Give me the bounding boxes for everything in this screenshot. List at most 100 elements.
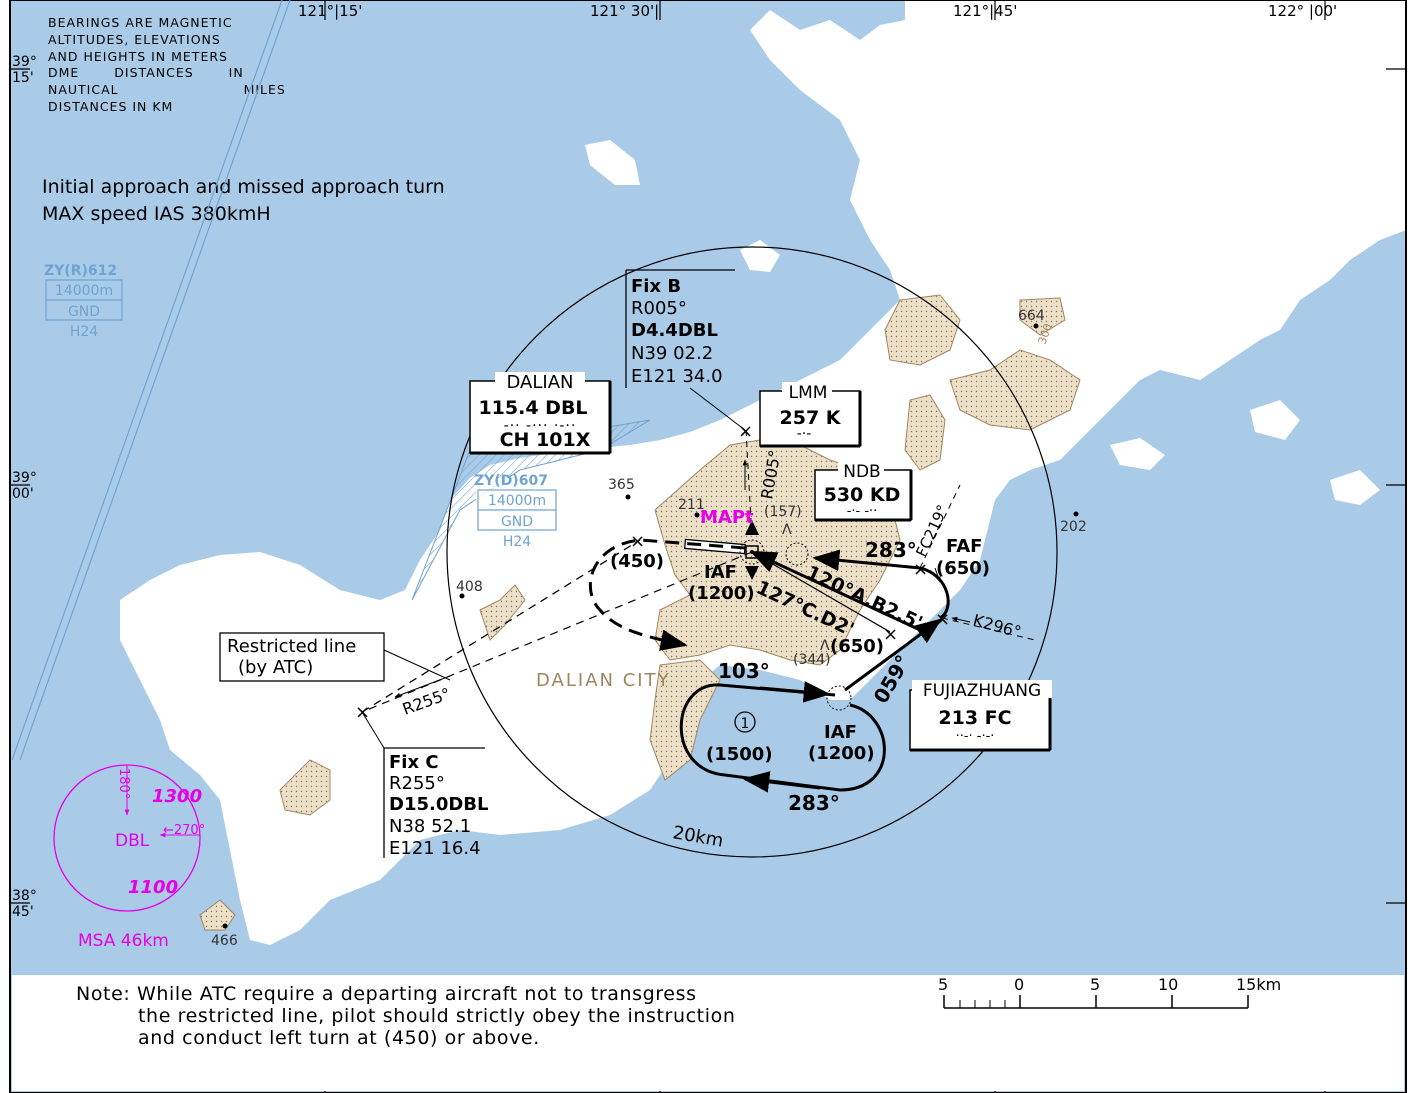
track-059 (844, 618, 943, 692)
ndb-symbol (785, 542, 809, 566)
fix-b-title: Fix B (631, 276, 681, 297)
latitude-min: 15' (12, 70, 34, 86)
svg-text:5: 5 (1090, 975, 1100, 994)
alt-1200-a: (1200) (688, 583, 755, 604)
restricted-line-label: Restricted line (227, 636, 356, 657)
svg-text:408: 408 (456, 579, 483, 595)
alt-650-faf: (650) (936, 558, 990, 579)
r005-line (745, 429, 753, 541)
svg-text:10: 10 (1158, 975, 1178, 994)
intercept-marker: × (935, 609, 950, 630)
ndb-morse: -·- -·· (847, 504, 878, 519)
hold-number: 1 (741, 716, 750, 732)
faf-label: FAF (946, 536, 982, 557)
msa-label: MSA 46km (78, 931, 169, 951)
speed-note: Initial approach and missed approach tur… (42, 176, 445, 198)
area-id: ZY(R)612 (44, 263, 117, 279)
fc-box: FUJIAZHUANG 213 FC ··-· -·-· (909, 680, 1052, 752)
svg-text:202: 202 (1060, 519, 1087, 535)
island (925, 205, 948, 220)
island (1250, 400, 1300, 440)
longitude-label: 121°|45' (953, 2, 1017, 20)
note-line: NAUTICAL MILES (48, 82, 286, 97)
svg-text:664: 664 (1018, 308, 1045, 324)
msa-alt-n: 1300 (152, 786, 202, 807)
restricted-line-label: (by ATC) (238, 657, 313, 678)
fc-morse: ··-· -·-· (956, 729, 995, 744)
urban-area (1019, 297, 1066, 336)
fix-b-lat: N39 02.2 (631, 343, 713, 364)
obstacle-symbol: Λ (782, 522, 792, 538)
msa-b270: ←270° (163, 823, 205, 838)
msa-center: DBL (115, 831, 150, 851)
track-127 (751, 551, 891, 633)
k296-line (941, 617, 1036, 641)
fix-b-dme: D4.4DBL (631, 320, 718, 341)
note-line: DME DISTANCES IN (48, 65, 244, 80)
lmm-morse: -·- (797, 426, 812, 442)
alt-1200-b: (1200) (808, 743, 875, 764)
note-line: and conduct left turn at (450) or above. (138, 1027, 540, 1049)
latitude-deg: 38° (12, 888, 37, 904)
holding-pattern (679, 683, 886, 792)
obstacle-symbol: Λ (820, 638, 830, 654)
msa-b180: 180° (116, 768, 131, 799)
urban-area (279, 759, 331, 816)
lmm-freq: 257 K (780, 407, 842, 429)
alt-157: (157) (764, 504, 802, 520)
speed-note: MAX speed IAS 380kmH (42, 203, 271, 225)
iaf-label-b: IAF (824, 722, 857, 743)
fix-b-box: Fix B R005° D4.4DBL N39 02.2 E121 34.0 (625, 269, 746, 431)
svg-text:466: 466 (211, 933, 238, 949)
alt-1500: (1500) (706, 744, 773, 765)
track-283-top (812, 549, 921, 572)
msa-alt-s: 1100 (128, 877, 178, 898)
vor-channel: CH 101X (500, 429, 591, 451)
fix-c-title: Fix C (389, 752, 439, 773)
fc-name: FUJIAZHUANG (923, 681, 1041, 701)
alt-450: (450) (610, 551, 664, 572)
fix-c-lon: E121 16.4 (389, 838, 481, 859)
area-lower: GND (68, 304, 100, 320)
note-line: BEARINGS ARE MAGNETIC (48, 15, 233, 30)
lmm-name: LMM (789, 383, 828, 403)
fix-c-radial: R255° (389, 773, 445, 794)
area-upper: 14000m (488, 493, 546, 509)
vor-morse: -·· -··· ·-·· (504, 418, 577, 434)
lmm-box: LMM 257 K -·- (759, 382, 862, 448)
track-283-bot-label: 283° (788, 791, 840, 815)
svg-text:365: 365 (608, 477, 635, 493)
area-id: ZY(D)607 (474, 473, 548, 489)
spot-heights: 664 300 202 365 211 408 466 (211, 308, 1087, 949)
iaf-label-a: IAF (704, 562, 737, 583)
note-line: the restricted line, pilot should strict… (138, 1005, 735, 1027)
note-line: ALTITUDES, ELEVATIONS (48, 32, 221, 47)
note-line: Note: While ATC require a departing airc… (76, 983, 697, 1005)
fix-c-lat: N38 52.1 (389, 816, 471, 837)
area-time: H24 (70, 324, 98, 340)
ndb-freq: 530 KD (824, 484, 901, 506)
urban-area (649, 659, 721, 781)
latitude-deg: 39° (12, 470, 37, 486)
alt-650-int: (650) (830, 636, 884, 657)
track-120-a (749, 550, 921, 632)
header-notes: BEARINGS ARE MAGNETIC ALTITUDES, ELEVATI… (48, 15, 286, 114)
island (585, 140, 640, 185)
area-lower: GND (501, 514, 533, 530)
track-283-top-label: 283° (865, 538, 917, 562)
fix-b-radial: R005° (631, 298, 687, 319)
latitude-min: 00' (12, 486, 34, 502)
fix-c-box: Fix C R255° D15.0DBL N38 52.1 E121 16.4 (361, 711, 488, 859)
fc219-line (919, 484, 961, 569)
restricted-area-zyr612: ZY(R)612 14000m GND H24 (44, 263, 123, 340)
scale-bar: 5 0 5 10 15km (938, 975, 1281, 1009)
svg-text:0: 0 (1014, 975, 1024, 994)
mapt-arrow (745, 520, 759, 535)
intercept-marker-2: × (883, 624, 898, 645)
airspace-boundary (11, 0, 291, 761)
missed-fix-marker: × (630, 531, 645, 552)
urban-area (949, 349, 1081, 431)
ndb-name: NDB (843, 462, 880, 482)
latitude-deg: 39° (12, 54, 37, 70)
fix-c-dme: D15.0DBL (389, 794, 488, 815)
